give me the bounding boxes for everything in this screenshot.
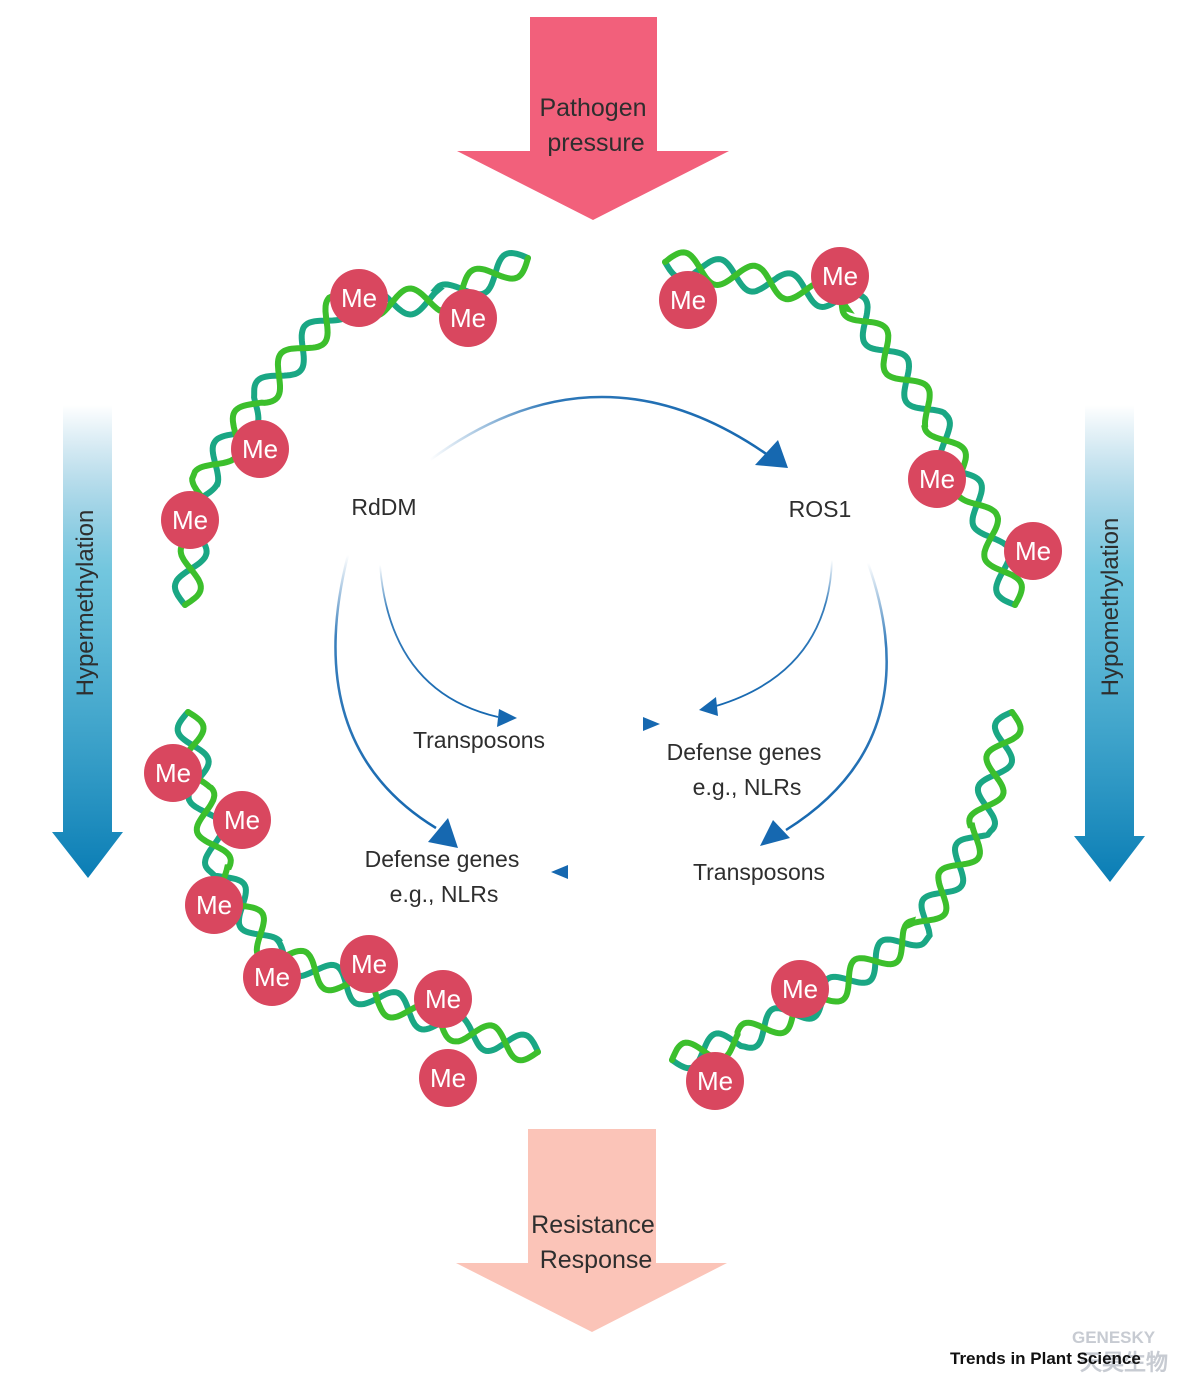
lower-defense-genes-label: Defense genes — [365, 846, 520, 872]
pathogen-pressure-label-1: Pathogen — [539, 94, 646, 122]
ros1-label: ROS1 — [789, 496, 852, 522]
methyl-group: Me — [231, 420, 289, 478]
hypermethylation-arrow — [52, 405, 123, 878]
methyl-group: Me — [185, 876, 243, 934]
rddm-label: RdDM — [351, 494, 416, 520]
methyl-label: Me — [782, 974, 818, 1004]
methyl-circle — [811, 247, 869, 305]
methyl-circle — [771, 960, 829, 1018]
methyl-label: Me — [254, 962, 290, 992]
methyl-group: Me — [811, 247, 869, 305]
methyl-circle — [908, 450, 966, 508]
methyl-label: Me — [155, 758, 191, 788]
methyl-group: Me — [330, 269, 388, 327]
methyl-label: Me — [242, 434, 278, 464]
methyl-circle — [231, 420, 289, 478]
methyl-group: Me — [1004, 522, 1062, 580]
methyl-group: Me — [439, 289, 497, 347]
methyl-label: Me — [1015, 536, 1051, 566]
pathogen-pressure-label-2: pressure — [547, 129, 644, 157]
watermark-chinese: 天昊生物 — [1080, 1350, 1168, 1375]
methyl-label: Me — [919, 464, 955, 494]
watermark-genesky: GENESKY — [1072, 1328, 1156, 1347]
upper-defense-genes-label: Defense genes — [667, 739, 822, 765]
methyl-label: Me — [341, 283, 377, 313]
methyl-group: Me — [144, 744, 202, 802]
methyl-group: Me — [340, 935, 398, 993]
methyl-circle — [243, 948, 301, 1006]
pathogen-pressure-arrow — [457, 17, 729, 220]
rddm-to-lower-defense-arc — [334, 554, 437, 830]
dna-top-right-strand-b — [662, 249, 1025, 608]
methyl-label: Me — [450, 303, 486, 333]
methyl-label: Me — [822, 261, 858, 291]
dna-bottom-right-strand-b — [669, 709, 1024, 1063]
methyl-label: Me — [697, 1066, 733, 1096]
ros1-to-lower-transposons-arc — [785, 562, 888, 832]
transposons-to-defense-arrowhead — [643, 717, 660, 731]
methyl-group: Me — [659, 271, 717, 329]
methyl-group: Me — [414, 970, 472, 1028]
journal-credit: Trends in Plant Science — [950, 1349, 1141, 1368]
methyl-circle — [1004, 522, 1062, 580]
methyl-circle — [414, 970, 472, 1028]
methyl-label: Me — [224, 805, 260, 835]
methyl-circle — [340, 935, 398, 993]
dna-top-right-strand-a — [662, 256, 1018, 608]
methyl-circle — [144, 744, 202, 802]
hypomethylation-label: Hypomethylation — [1097, 518, 1124, 697]
ros1-to-lower-transposons-arrowhead — [760, 820, 790, 846]
methyl-circle — [439, 289, 497, 347]
methyl-circle — [185, 876, 243, 934]
methyl-circle — [419, 1049, 477, 1107]
ros1-to-upper-defense-arrowhead — [699, 697, 718, 716]
methyl-label: Me — [351, 949, 387, 979]
methyl-group: Me — [161, 491, 219, 549]
methyl-group: Me — [243, 948, 301, 1006]
methyl-label: Me — [196, 890, 232, 920]
methyl-group: Me — [771, 960, 829, 1018]
rddm-to-ros1-arrowhead — [755, 440, 788, 468]
methyl-label: Me — [430, 1063, 466, 1093]
upper-transposons-label: Transposons — [413, 727, 545, 753]
lower-transposons-label: Transposons — [693, 859, 825, 885]
rddm-to-ros1-arc — [429, 395, 773, 462]
resistance-response-arrow — [456, 1129, 727, 1332]
methyl-group: Me — [419, 1049, 477, 1107]
dna-bottom-right-strand-a — [669, 709, 1016, 1072]
resistance-response-label-1: Resistance — [531, 1211, 655, 1239]
resistance-response-label-2: Response — [540, 1246, 653, 1274]
rddm-to-lower-defense-arrowhead — [428, 818, 458, 848]
methyl-label: Me — [172, 505, 208, 535]
methyl-circle — [659, 271, 717, 329]
methyl-circle — [686, 1052, 744, 1110]
methyl-circle — [161, 491, 219, 549]
methyl-label: Me — [425, 984, 461, 1014]
methyl-group: Me — [686, 1052, 744, 1110]
upper-defense-example-label: e.g., NLRs — [693, 774, 802, 800]
methyl-circle — [330, 269, 388, 327]
methyl-group: Me — [213, 791, 271, 849]
hypermethylation-label: Hypermethylation — [72, 510, 99, 697]
lower-defense-example-label: e.g., NLRs — [390, 881, 499, 907]
dna-strands — [171, 249, 1025, 1072]
ros1-to-upper-defense-arc — [715, 559, 833, 707]
methyl-label: Me — [670, 285, 706, 315]
methyl-group: Me — [908, 450, 966, 508]
hypomethylation-arrow — [1074, 405, 1145, 882]
methyl-circle — [213, 791, 271, 849]
lower-transposons-to-defense-arrowhead — [551, 865, 568, 879]
rddm-to-transposons-arrowhead — [497, 709, 517, 727]
rddm-to-transposons-arc — [379, 564, 499, 718]
